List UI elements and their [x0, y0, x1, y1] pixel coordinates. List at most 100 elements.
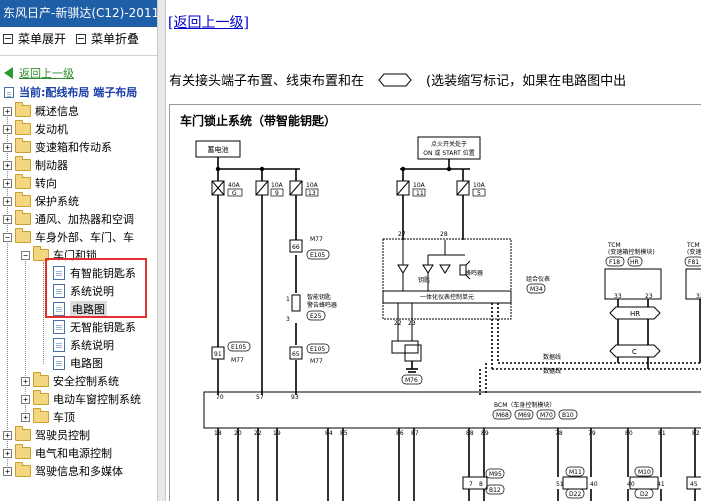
- svg-text:TCM: TCM: [686, 242, 700, 249]
- folder-icon: [15, 120, 31, 135]
- svg-text:E105: E105: [231, 344, 246, 351]
- sidebar-scrollbar[interactable]: [157, 0, 166, 501]
- folder-icon: [15, 102, 31, 117]
- folder-icon: [15, 138, 31, 153]
- svg-text:D22: D22: [569, 491, 581, 498]
- tree-item-overview[interactable]: +概述信息: [3, 102, 79, 120]
- svg-text:10A: 10A: [306, 182, 319, 189]
- diagram-title: 车门锁止系统（带智能钥匙）: [180, 113, 336, 128]
- folder-icon: [15, 192, 31, 207]
- back-up-link-main[interactable]: [返回上一级]: [168, 15, 249, 31]
- svg-text:41: 41: [657, 481, 665, 488]
- svg-text:32: 32: [696, 293, 701, 300]
- tree-item-driver-controls[interactable]: +驾驶员控制: [3, 426, 90, 444]
- tree-item-hvac[interactable]: +通风、加热器和空调: [3, 210, 134, 228]
- tree-item-protection[interactable]: +保护系统: [3, 192, 79, 210]
- tree-item-wiring-diagram-2[interactable]: 电路图: [53, 354, 103, 372]
- tree-guide: [43, 262, 44, 364]
- svg-text:70: 70: [216, 394, 224, 401]
- svg-text:组合仪表: 组合仪表: [526, 275, 550, 283]
- svg-text:78: 78: [555, 430, 563, 437]
- tree-item-steering[interactable]: +转向: [3, 174, 57, 192]
- svg-text:M10: M10: [638, 469, 651, 476]
- tree-item-body[interactable]: −车身外部、车门、车: [3, 228, 134, 246]
- tree-item-system-desc[interactable]: 系统说明: [53, 282, 114, 300]
- svg-text:51: 51: [556, 481, 564, 488]
- back-up-link[interactable]: 返回上一级: [4, 64, 74, 82]
- folder-icon: [15, 426, 31, 441]
- tree-item-roof[interactable]: +车顶: [21, 408, 75, 426]
- intro-left: 有关接头端子布置、线束布置和在: [169, 74, 365, 89]
- tree-item-brakes[interactable]: +制动器: [3, 156, 68, 174]
- svg-text:91: 91: [214, 351, 222, 358]
- tree-item-electrical[interactable]: +电气和电源控制: [3, 444, 112, 462]
- tree-item-with-ikey[interactable]: 有智能钥匙系: [53, 264, 136, 282]
- svg-text:M68: M68: [496, 412, 509, 419]
- svg-text:81: 81: [658, 430, 666, 437]
- svg-text:9: 9: [275, 190, 279, 197]
- tree-item-info-media[interactable]: +驾驶信息和多媒体: [3, 462, 123, 480]
- svg-text:80: 80: [625, 430, 633, 437]
- svg-text:5: 5: [477, 190, 481, 197]
- option-hexagon-icon: [378, 73, 412, 86]
- collapse-menu-label: 菜单折叠: [91, 32, 140, 46]
- svg-text:28: 28: [440, 231, 448, 238]
- svg-text:10A: 10A: [473, 182, 486, 189]
- tree-item-system-desc-2[interactable]: 系统说明: [53, 336, 114, 354]
- svg-text:M77: M77: [310, 236, 323, 243]
- tree-item-engine[interactable]: +发动机: [3, 120, 68, 138]
- svg-text:27: 27: [398, 231, 406, 238]
- intro-right: (选装缩写标记，如果在电路图中出: [426, 74, 627, 89]
- menu-collapse-icon: [76, 33, 86, 44]
- wiring-diagram: 车门锁止系统（带智能钥匙） 蓄电池 点火开关处于 ON 或 START 位置: [169, 104, 701, 501]
- svg-text:84: 84: [325, 430, 333, 437]
- folder-icon: [15, 462, 31, 477]
- svg-text:B10: B10: [562, 412, 574, 419]
- svg-text:45: 45: [690, 481, 698, 488]
- sidebar: 东风日产-新骐达(C12)-2011- 菜单展开 菜单折叠 返回上一级 当前:配…: [0, 0, 157, 501]
- svg-text:79: 79: [588, 430, 596, 437]
- svg-text:M34: M34: [530, 286, 543, 293]
- highlight-box: [45, 258, 147, 318]
- svg-text:HR: HR: [630, 259, 639, 266]
- tree-item-power-window[interactable]: +电动车窗控制系统: [21, 390, 141, 408]
- svg-text:M11: M11: [569, 469, 582, 476]
- expand-menu-button[interactable]: 菜单展开: [3, 30, 66, 47]
- svg-text:一体化仪表控制单元: 一体化仪表控制单元: [420, 293, 474, 301]
- svg-text:E25: E25: [310, 313, 322, 320]
- menu-expand-icon: [3, 33, 13, 44]
- svg-text:警告蜂鸣器: 警告蜂鸣器: [307, 301, 337, 309]
- current-location-label: 当前:配线布局 端子布局: [19, 86, 138, 99]
- svg-text:(变速箱控: (变速箱控: [687, 248, 701, 256]
- svg-text:蜂鸣器: 蜂鸣器: [465, 269, 483, 277]
- tree-item-security[interactable]: +安全控制系统: [21, 372, 119, 390]
- svg-text:M69: M69: [518, 412, 531, 419]
- svg-text:M76: M76: [405, 377, 418, 384]
- tree-item-wiring-diagram[interactable]: 电路图: [53, 300, 107, 318]
- svg-text:86: 86: [396, 430, 404, 437]
- collapse-menu-button[interactable]: 菜单折叠: [76, 30, 139, 47]
- svg-text:(变速箱控制模块): (变速箱控制模块): [608, 248, 655, 256]
- svg-text:13: 13: [308, 190, 316, 197]
- svg-text:智能钥匙: 智能钥匙: [307, 293, 331, 301]
- tree-guide: [25, 256, 26, 416]
- svg-text:D2: D2: [640, 491, 649, 498]
- ignition-label-2: ON 或 START 位置: [423, 149, 474, 157]
- svg-text:E105: E105: [310, 346, 325, 353]
- folder-icon: [15, 156, 31, 171]
- folder-icon: [15, 210, 31, 225]
- wiring-diagram-svg: 车门锁止系统（带智能钥匙） 蓄电池 点火开关处于 ON 或 START 位置: [180, 113, 701, 501]
- ignition-label-1: 点火开关处于: [431, 140, 467, 148]
- svg-text:G: G: [232, 190, 237, 197]
- svg-text:93: 93: [291, 394, 299, 401]
- window-title: 东风日产-新骐达(C12)-2011-: [0, 0, 157, 27]
- location-icon: [4, 86, 14, 98]
- svg-text:23: 23: [645, 293, 653, 300]
- tree-item-transmission[interactable]: +变速箱和传动系: [3, 138, 112, 156]
- tree-guide: [7, 110, 8, 470]
- tree-item-without-ikey[interactable]: 无智能钥匙系: [53, 318, 136, 336]
- expand-menu-label: 菜单展开: [18, 32, 67, 46]
- svg-text:88: 88: [466, 430, 474, 437]
- svg-text:8: 8: [479, 481, 483, 488]
- svg-text:TCM: TCM: [607, 242, 621, 249]
